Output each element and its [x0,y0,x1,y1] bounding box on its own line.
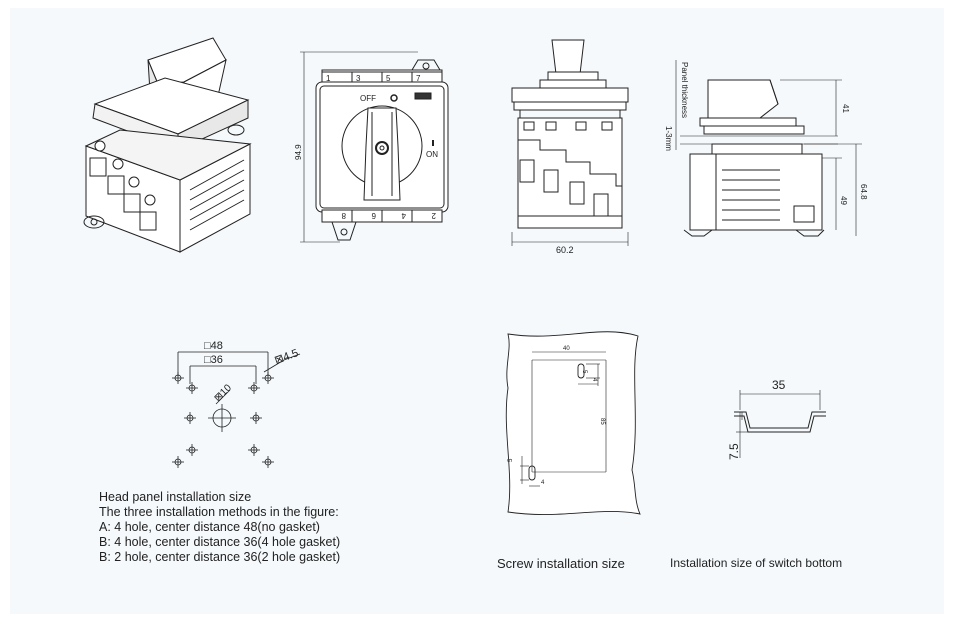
off-label: OFF [360,94,376,103]
rail-caption: Installation size of switch bottom [670,556,843,570]
terminal-label-top: 3 [356,74,361,83]
profile-switch-view [675,60,862,237]
terminal-label-bottom: 2 [431,211,436,220]
dim-41: 41 [841,104,850,113]
dim-5-top: 5 [581,370,587,374]
head-panel-line: B: 4 hole, center distance 36(4 hole gas… [99,535,341,549]
mounting-hole [262,456,274,468]
side-switch-view [511,39,629,246]
head-panel-title: Head panel installation size [99,490,252,504]
isometric-switch-view [83,37,252,253]
dim-hole-diameter: ⊠4.5 [273,347,300,367]
terminal-label-bottom: 4 [401,211,406,220]
terminal-label-top: 7 [416,74,421,83]
dim-5-bottom: 5 [508,458,514,462]
dim-width-side: 60.2 [556,245,574,255]
screw-installation-diagram [505,331,641,516]
mounting-hole [172,372,184,384]
dim-4-bottom: 4 [541,480,545,486]
terminal-label-top: 1 [326,74,331,83]
dim-85: 85 [599,418,605,425]
head-panel-line: B: 2 hole, center distance 36(2 hole gas… [99,550,341,564]
terminal-label-bottom: 6 [371,211,376,220]
dim-49: 49 [839,196,848,205]
panel-thickness-label: Panel thickness [680,62,689,118]
mounting-hole [186,382,198,394]
head-panel-line: The three installation methods in the fi… [99,505,339,519]
terminal-label-bottom: 8 [341,211,346,220]
dim-64-8: 64.8 [859,184,868,200]
dim-4-top: 4 [591,378,597,382]
center-hole [208,389,236,432]
screw-caption: Screw installation size [497,556,625,571]
hole-pattern-diagram [172,351,301,468]
dim-40: 40 [563,346,570,352]
dim-center-hole: ⊠10 [212,382,234,404]
din-rail-diagram [734,390,826,458]
head-panel-caption: Head panel installation size The three i… [99,490,340,565]
dim-height-front: 94.9 [294,144,303,160]
dim-48: □48 [204,340,223,352]
panel-range-label: 1-3mm [664,126,673,151]
dim-35: 35 [772,378,786,392]
mounting-hole [250,412,262,424]
front-switch-view [300,51,449,243]
mounting-hole [262,372,274,384]
mounting-hole [184,412,196,424]
head-panel-line: A: 4 hole, center distance 48(no gasket) [99,520,320,534]
mounting-hole [186,444,198,456]
mounting-hole [248,444,260,456]
mounting-hole [248,382,260,394]
dim-7-5: 7.5 [727,443,741,460]
mounting-hole [172,456,184,468]
terminal-label-top: 5 [386,74,391,83]
on-label: ON [426,150,438,159]
dim-36: □36 [204,354,223,366]
